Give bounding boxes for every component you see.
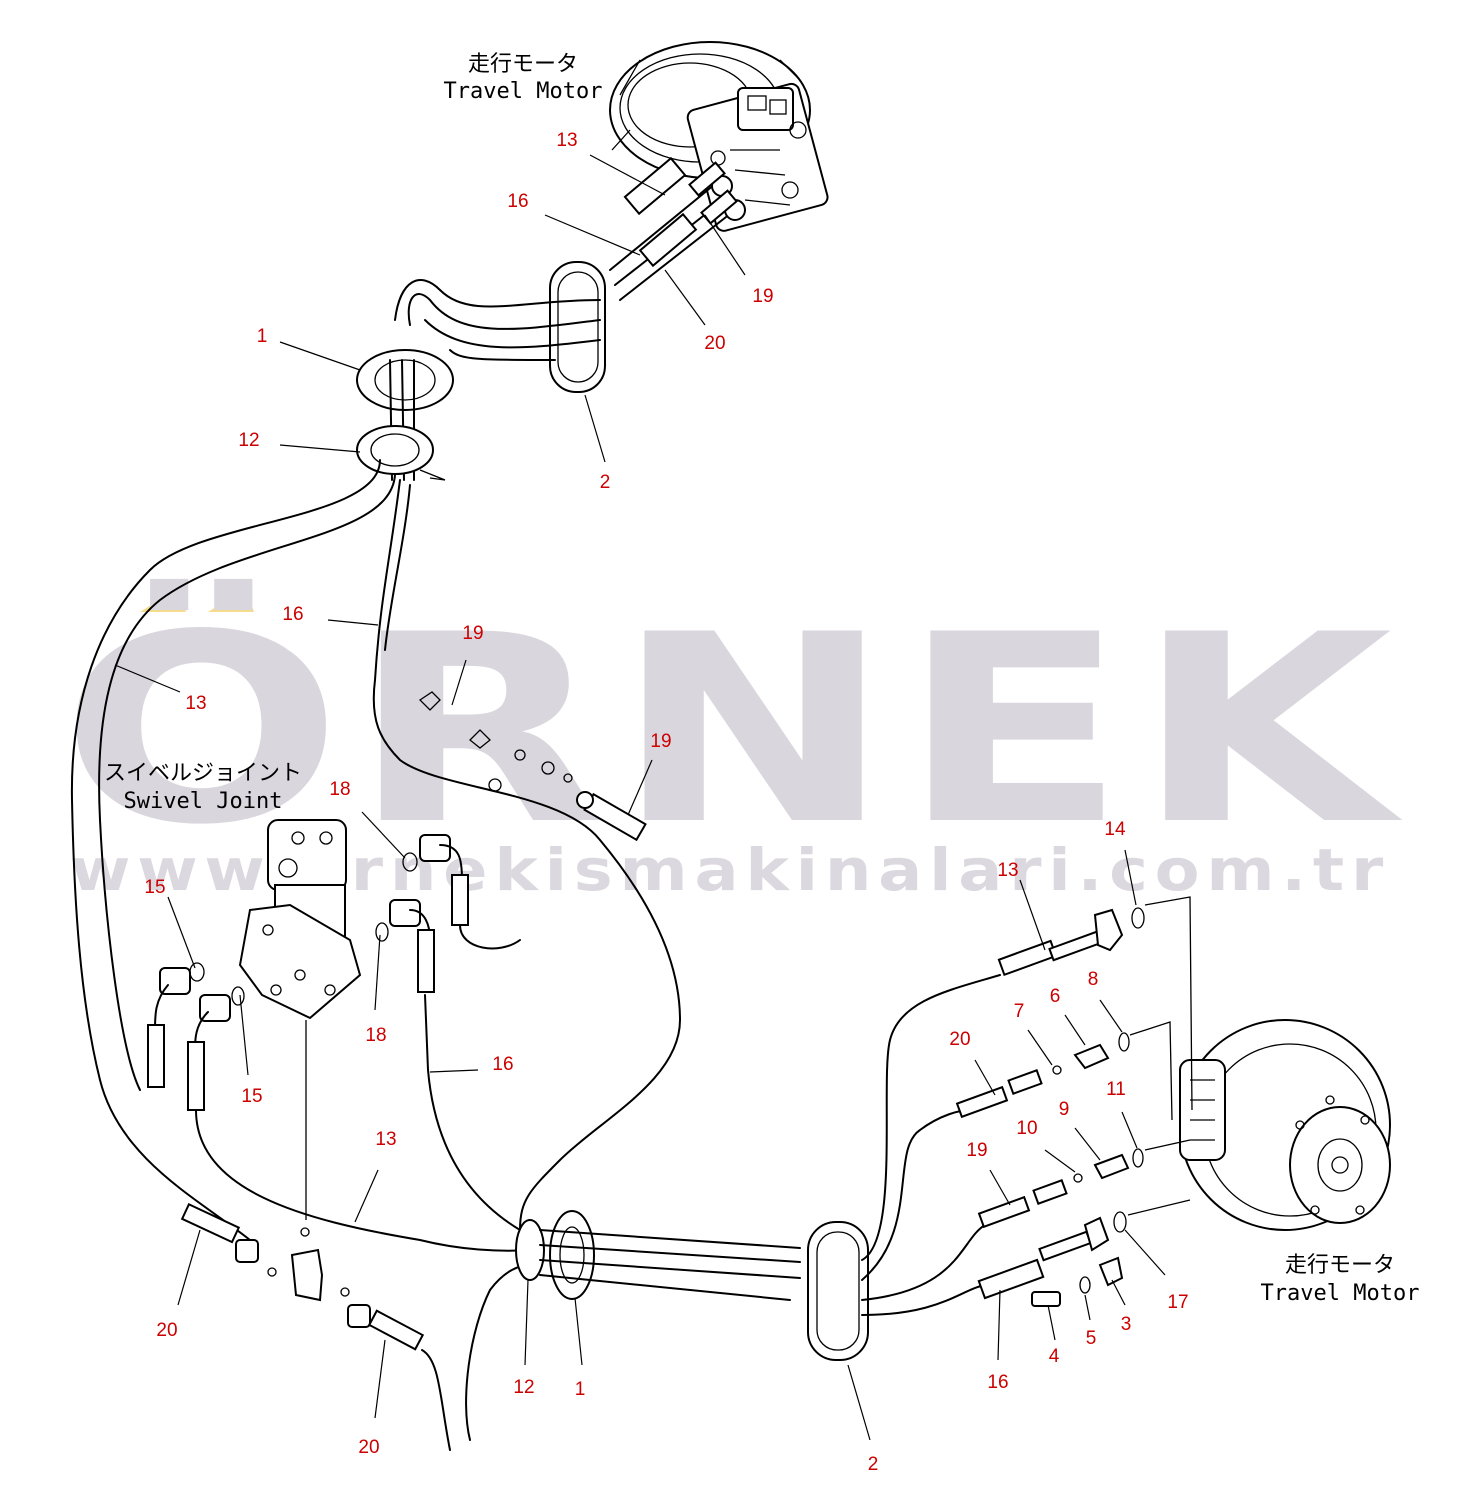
callout-number: 14 [1104, 819, 1126, 840]
hoses-lower-right [861, 974, 1001, 1316]
hoses-left [70, 459, 681, 1241]
label-swivel-joint-jp: スイベルジョイント [104, 761, 302, 786]
clamp-upper [549, 261, 606, 393]
right-fittings [955, 896, 1193, 1307]
callout-number: 9 [1059, 1099, 1070, 1120]
callout-number: 19 [752, 286, 773, 307]
travel-motor-right [1179, 1019, 1391, 1231]
label-swivel-joint-en: Swivel Joint [124, 789, 283, 814]
mid-fittings [418, 691, 647, 842]
label-travel-motor-right-en: Travel Motor [1261, 1281, 1420, 1306]
callout-number: 20 [358, 1437, 379, 1458]
callout-number: 16 [507, 191, 528, 212]
callout-number: 2 [600, 472, 611, 493]
watermark: ÖRNEK www.ornekismakinalari.com.tr [60, 576, 1399, 904]
hose-bundle-upper [394, 279, 601, 361]
callout-number: 18 [329, 779, 350, 800]
callout-number: 7 [1014, 1001, 1025, 1022]
callout-number: 20 [156, 1320, 177, 1341]
component-labels: 走行モータ Travel Motor 走行モータ Travel Motor スイ… [104, 52, 1419, 1306]
callout-number: 1 [257, 326, 268, 347]
callout-number: 16 [282, 604, 303, 625]
callout-number: 3 [1121, 1314, 1132, 1335]
callout-number: 20 [704, 333, 725, 354]
callout-number: 12 [513, 1377, 534, 1398]
callout-number: 2 [868, 1454, 879, 1475]
lower-tee-fittings [180, 1203, 531, 1451]
label-travel-motor-right-jp: 走行モータ [1285, 1253, 1395, 1278]
callout-number: 20 [949, 1029, 970, 1050]
clamp-lower [807, 1221, 869, 1361]
callout-number: 13 [556, 130, 577, 151]
callout-number: 11 [1106, 1079, 1126, 1100]
callout-number: 19 [966, 1140, 987, 1161]
callout-number: 1 [575, 1379, 586, 1400]
callout-number: 16 [987, 1372, 1008, 1393]
callout-number: 15 [144, 877, 165, 898]
callout-number: 19 [650, 731, 671, 752]
grommets-upper [356, 349, 454, 481]
swivel-elbow-hoses [147, 834, 531, 1252]
callout-number: 4 [1049, 1346, 1060, 1367]
upper-hoses [609, 156, 746, 301]
callout-number: 17 [1167, 1292, 1188, 1313]
callout-number: 6 [1050, 986, 1061, 1007]
callout-number: 13 [185, 693, 206, 714]
travel-motor-top [609, 41, 829, 232]
watermark-accent-left [140, 588, 186, 612]
callout-number: 13 [997, 860, 1018, 881]
callout-number: 16 [492, 1054, 513, 1075]
label-travel-motor-top-en: Travel Motor [444, 79, 603, 104]
callout-number: 15 [241, 1086, 262, 1107]
callout-number: 12 [238, 430, 259, 451]
leader-lines [114, 154, 1166, 1441]
label-travel-motor-top-jp: 走行モータ [468, 52, 578, 77]
callout-number: 5 [1086, 1328, 1097, 1349]
watermark-accent-right [208, 588, 254, 612]
callout-number: 19 [462, 623, 483, 644]
grommets-lower [515, 1210, 801, 1301]
callout-number: 18 [365, 1025, 386, 1046]
callout-number: 13 [375, 1129, 396, 1150]
swivel-joint [238, 819, 362, 1220]
callout-number: 10 [1016, 1118, 1037, 1139]
callout-numbers: 13 16 19 20 1 12 2 16 19 13 19 18 15 18 … [144, 130, 1188, 1475]
callout-number: 8 [1088, 969, 1099, 990]
